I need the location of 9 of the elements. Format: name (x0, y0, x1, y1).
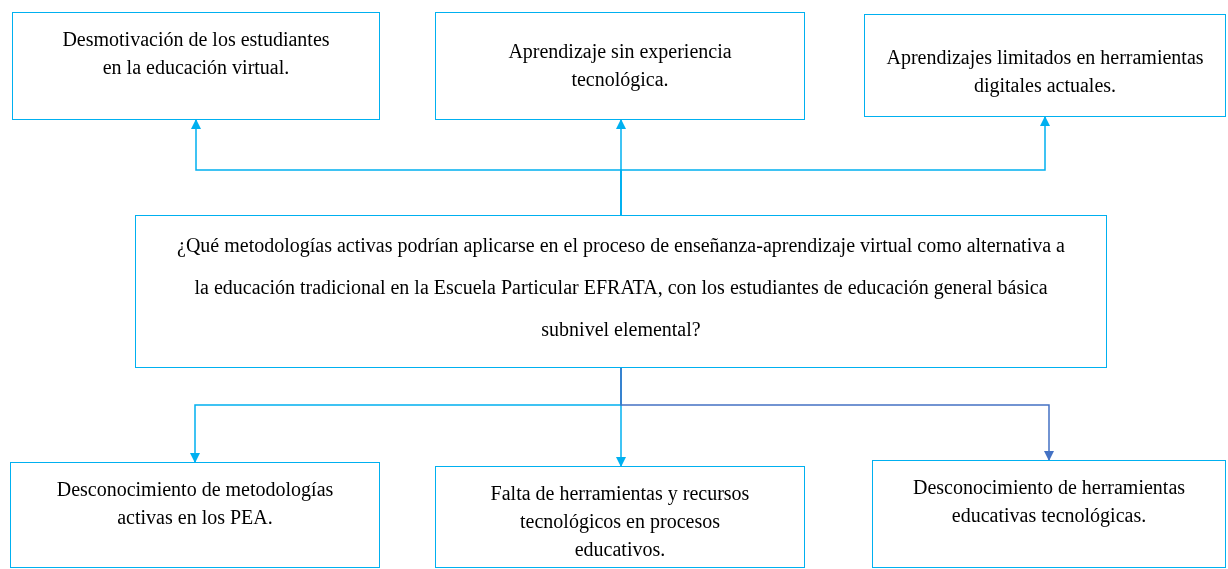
text-box: Aprendizajes limitados en herramientas digitales actuales. (864, 14, 1226, 117)
text-box: Desconocimiento de metodologías activas en los PEA. (10, 462, 380, 568)
text-box: Falta de herramientas y recursos tecnológicos en procesos educativos. (435, 466, 805, 568)
text-box: Aprendizaje sin experiencia tecnológica. (435, 12, 805, 120)
arrow (620, 116, 1050, 216)
arrow (620, 367, 1054, 461)
text-box: ¿Qué metodologías activas podrían aplicarse en el proceso de enseñanza-aprendizaje virtual como alternativa a la educación tradicional en la Escuela Particular EFRATA, con los estudiantes de educación general básica subnivel elemental? (135, 215, 1107, 368)
text-box: Desmotivación de los estudiantes en la educación virtual. (12, 12, 380, 120)
text-box: Desconocimiento de herramientas educativas tecnológicas. (872, 460, 1226, 568)
